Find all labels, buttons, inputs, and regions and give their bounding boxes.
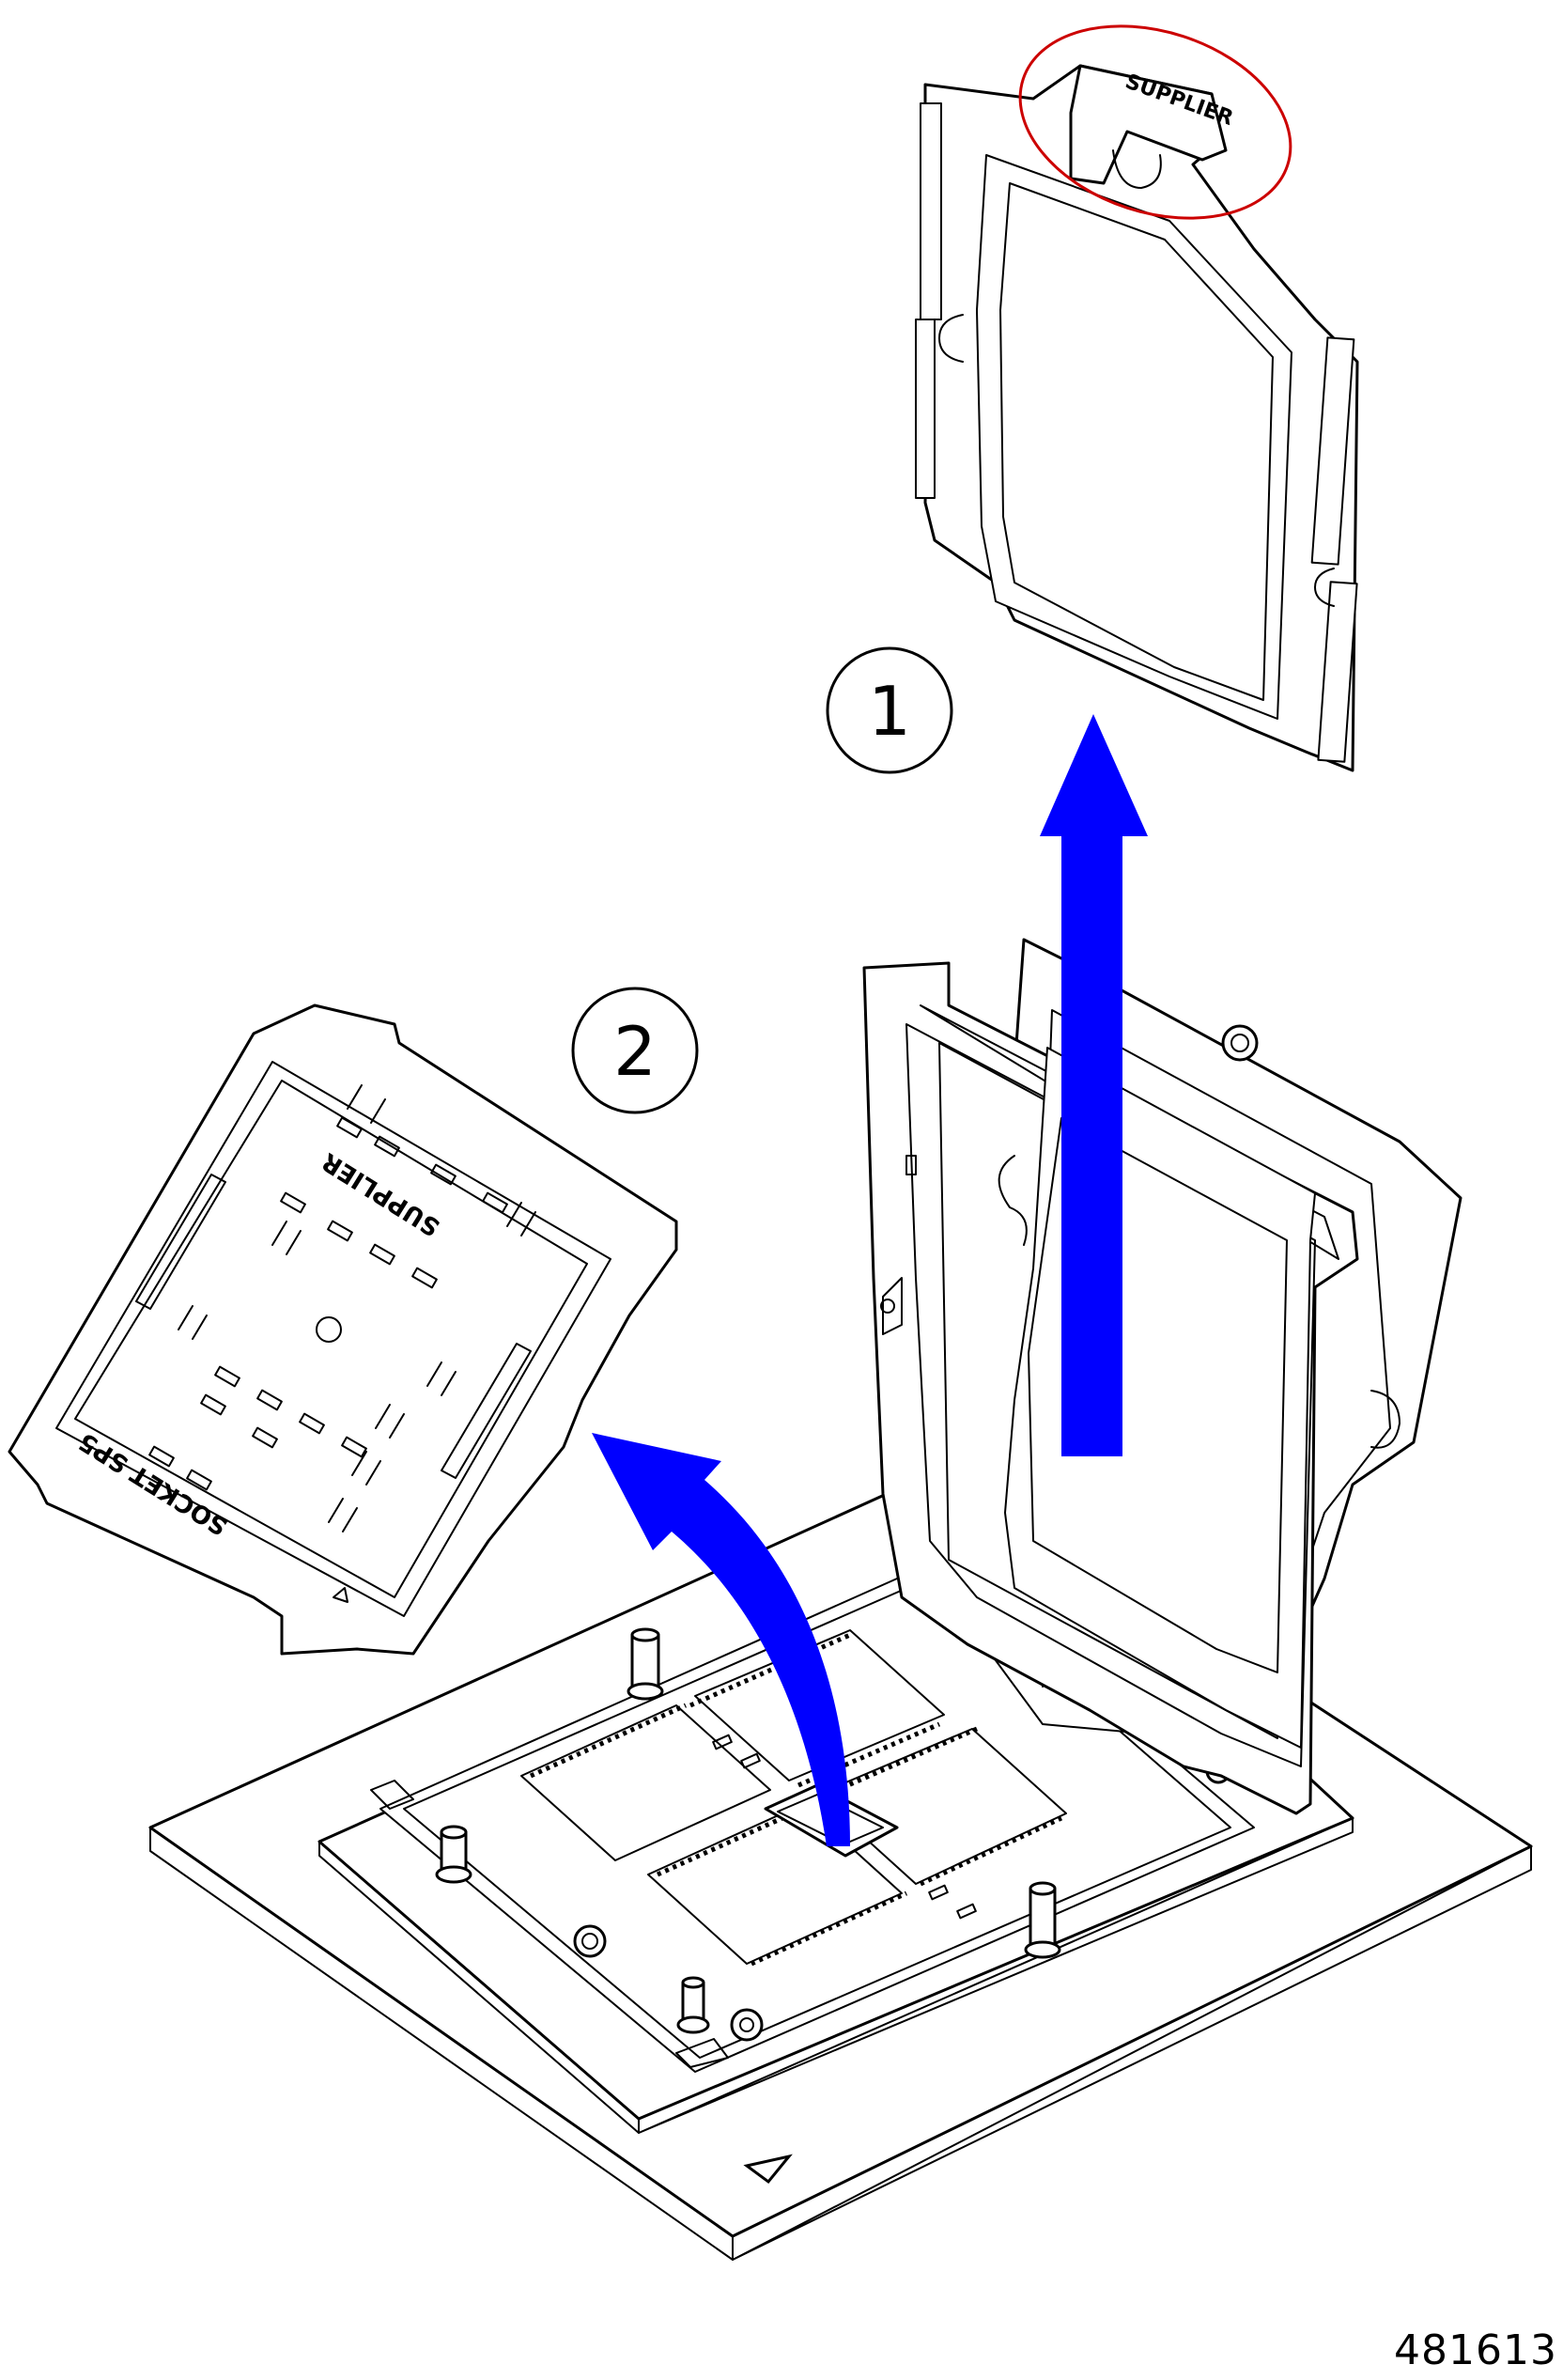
load-plate-open xyxy=(862,961,1359,1815)
step-1-callout: 1 xyxy=(826,646,953,774)
standoff-front-left xyxy=(435,1825,472,1884)
frame-knob xyxy=(1221,1024,1259,1062)
figure-id-label: 481613 xyxy=(1394,2326,1557,2374)
up-arrow-icon xyxy=(1040,714,1148,1456)
step-1-number: 1 xyxy=(868,672,911,751)
step-2-number: 2 xyxy=(613,1012,657,1091)
standoff-left xyxy=(627,1627,664,1701)
lifted-carrier-frame: SUPPLIER xyxy=(915,64,1359,772)
curved-arrow-icon xyxy=(592,1433,850,1846)
standoff-front xyxy=(676,1976,710,2034)
step-2-callout: 2 xyxy=(571,987,699,1114)
socket-contact-field xyxy=(520,1629,1067,1967)
removed-socket-cover: SUPPLIER SOCKET SP5 xyxy=(8,1003,678,1656)
supplier-tab-highlight xyxy=(1018,24,1292,220)
pin1-triangle-marker xyxy=(743,2154,793,2185)
standoff-right xyxy=(1024,1881,1061,1959)
cover-pads xyxy=(148,1084,536,1532)
